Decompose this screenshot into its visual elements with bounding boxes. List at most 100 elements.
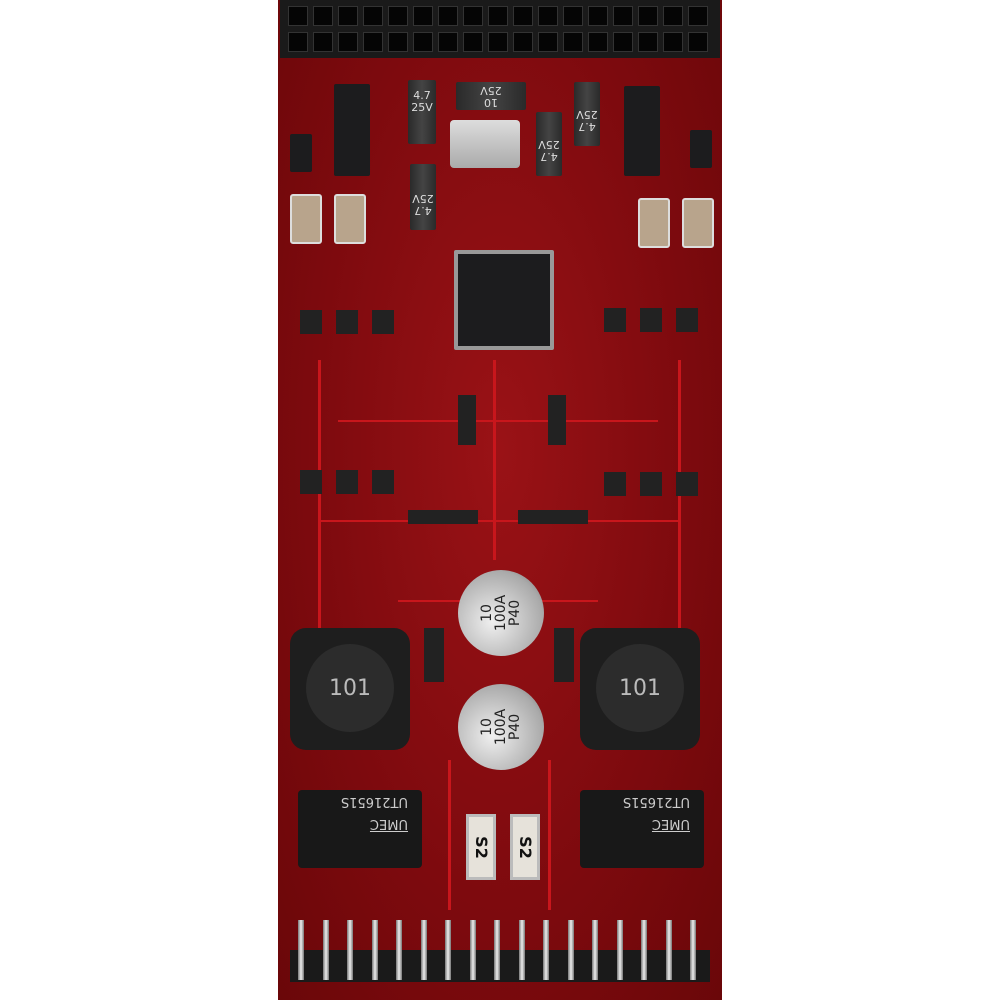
capacitor-value: 4.7 (413, 89, 431, 102)
header-socket (563, 32, 583, 52)
ic-chip (290, 134, 312, 172)
header-pin (469, 920, 476, 980)
header-pin (322, 920, 329, 980)
transformer-part-number: UT21651S (340, 794, 408, 809)
capacitor-code: 100A (493, 594, 509, 632)
header-pin (592, 920, 598, 980)
capacitor-voltage: 25V (411, 101, 433, 114)
header-socket (413, 6, 433, 26)
capacitor-series: P40 (507, 599, 523, 627)
ic-chip (336, 470, 358, 494)
trace (678, 360, 681, 640)
header-socket (463, 6, 483, 26)
ic-chip (336, 310, 358, 334)
microcontroller-chip (454, 250, 554, 350)
header-socket (338, 6, 358, 26)
ic-chip (676, 308, 698, 332)
power-inductor: 101 (290, 628, 410, 750)
ic-chip (372, 470, 394, 494)
header-socket (563, 6, 583, 26)
header-socket (513, 6, 533, 26)
capacitor-value: 4.7 (540, 150, 558, 163)
transistor (458, 395, 476, 445)
header-socket (288, 6, 308, 26)
header-socket (313, 6, 333, 26)
header-pin (494, 920, 500, 980)
ceramic-capacitor (638, 198, 670, 248)
inductor-value: 101 (306, 644, 394, 732)
header-pin (420, 920, 427, 980)
header-pin (567, 920, 574, 980)
header-socket (588, 32, 608, 52)
capacitor-value: 4.7 (578, 120, 596, 133)
inductor-value: 101 (596, 644, 684, 732)
ic-chip (300, 470, 322, 494)
header-pin (690, 920, 696, 980)
fuse-label: S2 (515, 835, 535, 859)
header-socket (438, 32, 458, 52)
header-socket (663, 6, 683, 26)
ic-chip (690, 130, 712, 168)
transformer-brand: UMEC (651, 816, 690, 831)
header-pin (543, 920, 549, 980)
header-socket (613, 6, 633, 26)
power-inductor: 101 (580, 628, 700, 750)
header-pin (665, 920, 672, 980)
ceramic-capacitor (334, 194, 366, 244)
capacitor-value: 4.7 (414, 204, 432, 217)
ic-chip (640, 472, 662, 496)
ic-chip (624, 86, 660, 176)
header-socket (463, 32, 483, 52)
capacitor-voltage: 25V (412, 192, 434, 205)
trace (548, 760, 551, 910)
header-pin (518, 920, 525, 980)
ic-chip (604, 472, 626, 496)
header-socket (288, 32, 308, 52)
header-socket (688, 32, 708, 52)
ic-chip (300, 310, 322, 334)
header-socket (388, 6, 408, 26)
header-pin (616, 920, 623, 980)
header-pin (445, 920, 451, 980)
trace (338, 420, 658, 422)
header-socket (488, 32, 508, 52)
transformer-brand: UMEC (369, 816, 408, 831)
bottom-pin-header (290, 950, 710, 982)
trace (493, 360, 496, 560)
crystal-oscillator (450, 120, 520, 168)
capacitor-voltage: 25V (576, 108, 598, 121)
header-socket (313, 32, 333, 52)
capacitor-voltage: 25V (538, 138, 560, 151)
ic-chip (334, 84, 370, 176)
transformer: UMEC UT21651S (298, 790, 422, 868)
header-socket (413, 32, 433, 52)
trace (448, 760, 451, 910)
transistor (548, 395, 566, 445)
header-pin (298, 920, 304, 980)
trace (318, 520, 678, 522)
fuse: S2 (466, 814, 496, 880)
header-socket (538, 32, 558, 52)
header-socket (488, 6, 508, 26)
header-socket (388, 32, 408, 52)
capacitor-value: 10 (484, 96, 498, 109)
header-socket (588, 6, 608, 26)
capacitor-series: P40 (507, 713, 523, 741)
header-socket (638, 32, 658, 52)
transformer-part-number: UT21651S (622, 794, 690, 809)
capacitor-value: 10 (479, 718, 495, 736)
capacitor-value: 10 (479, 604, 495, 622)
ceramic-capacitor (682, 198, 714, 248)
header-socket (438, 6, 458, 26)
transformer: UMEC UT21651S (580, 790, 704, 868)
resistor-array (518, 510, 588, 524)
capacitor-voltage: 25V (480, 84, 502, 97)
